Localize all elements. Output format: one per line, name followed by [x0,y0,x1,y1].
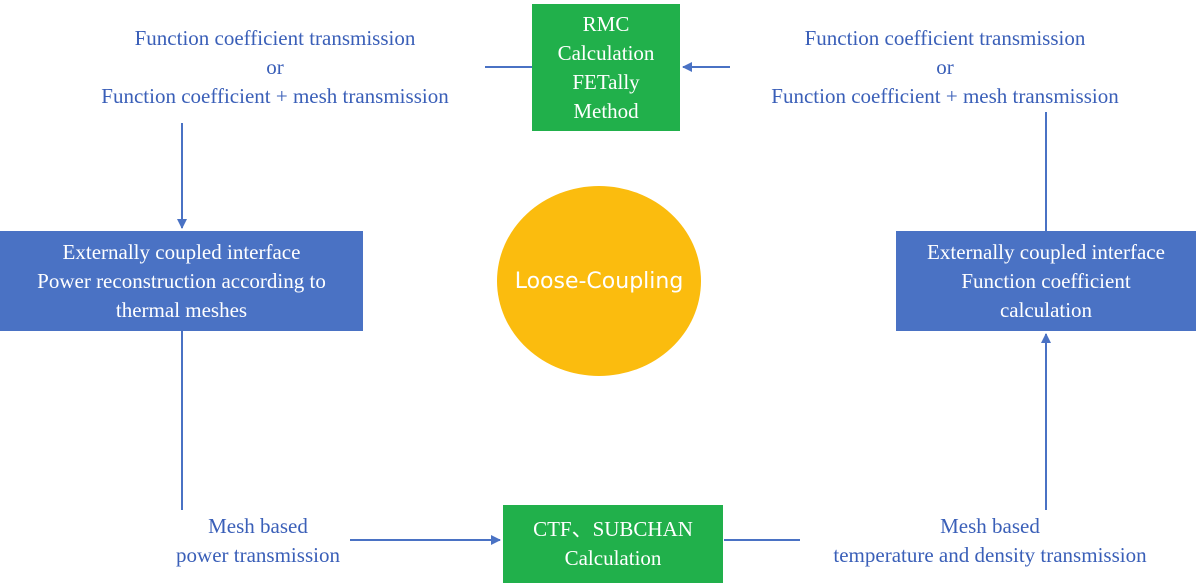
top-right-label-line-3: Function coefficient + mesh transmission [771,84,1119,108]
bottom-left-label-line-2: power transmission [176,543,340,567]
left-box-line-1: Externally coupled interface [62,239,301,264]
ctf-line-1: CTF、SUBCHAN [533,517,693,541]
bottom-left-transmission-label: Mesh based power transmission [140,512,376,570]
right-box-line-2: Function coefficient [961,268,1131,293]
left-interface-box: Externally coupled interface Power recon… [0,231,363,331]
right-interface-box: Externally coupled interface Function co… [896,231,1196,331]
bottom-right-label-line-2: temperature and density transmission [833,543,1147,567]
left-box-line-2: Power reconstruction according to [37,268,326,293]
bottom-right-transmission-label: Mesh based temperature and density trans… [800,512,1180,570]
rmc-calculation-box: RMC Calculation FETally Method [532,4,680,131]
top-right-label-line-2: or [936,55,954,79]
bottom-right-label-line-1: Mesh based [940,514,1040,538]
loose-coupling-circle: Loose-Coupling [497,186,701,376]
right-box-line-1: Externally coupled interface [927,239,1165,264]
left-box-line-3: thermal meshes [115,297,248,322]
ctf-line-2: Calculation [564,546,662,570]
rmc-line-3: FETally [572,69,640,94]
top-right-transmission-label: Function coefficient transmission or Fun… [730,24,1160,111]
rmc-line-4: Method [573,98,639,123]
top-left-label-line-1: Function coefficient transmission [134,26,416,50]
bottom-left-label-line-1: Mesh based [208,514,308,538]
ctf-subchan-box: CTF、SUBCHAN Calculation [503,505,723,583]
rmc-line-2: Calculation [557,40,655,65]
top-left-label-line-2: or [266,55,284,79]
right-box-line-3: calculation [999,297,1093,322]
top-left-transmission-label: Function coefficient transmission or Fun… [60,24,490,111]
loose-coupling-label: Loose-Coupling [514,268,684,294]
top-left-label-line-3: Function coefficient + mesh transmission [101,84,449,108]
top-right-label-line-1: Function coefficient transmission [804,26,1086,50]
rmc-line-1: RMC [582,11,630,36]
